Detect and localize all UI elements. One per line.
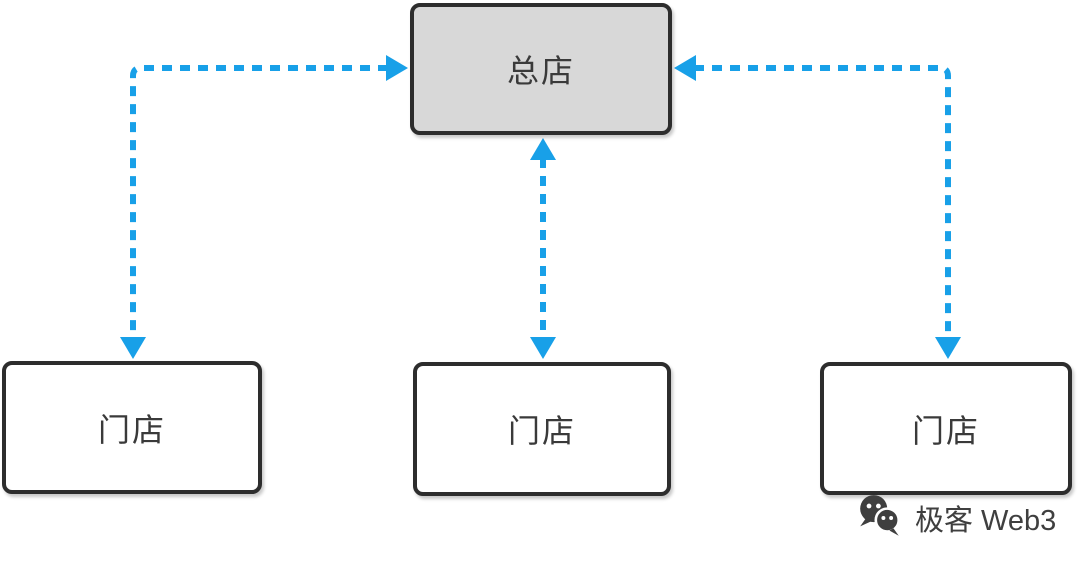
arrowhead-into-hq-right <box>674 55 696 81</box>
node-store-right-label: 门店 <box>911 412 980 449</box>
node-store-middle: 门店 <box>413 362 671 496</box>
wechat-icon <box>860 495 901 536</box>
arrowhead-into-store-right <box>935 337 961 359</box>
node-store-middle-label: 门店 <box>507 413 576 449</box>
arrowhead-into-store-middle <box>530 337 556 359</box>
edge-store-left-hq <box>120 55 408 359</box>
node-store-right: 门店 <box>820 362 1072 495</box>
node-store-left: 门店 <box>2 361 262 494</box>
edge-store-right-hq-line <box>694 65 951 338</box>
node-store-left-label: 门店 <box>97 411 166 448</box>
watermark: 极客 Web3 <box>856 490 1056 546</box>
edge-store-right-hq <box>674 55 961 359</box>
watermark-text: 极客 Web3 <box>915 505 1057 537</box>
arrowhead-into-store-left <box>120 337 146 359</box>
arrowhead-into-hq-left <box>386 55 408 81</box>
edge-store-left-hq-line <box>130 65 388 338</box>
node-hq-label: 总店 <box>506 53 575 89</box>
node-hq: 总店 <box>410 3 672 135</box>
edge-store-middle-hq <box>530 138 556 359</box>
arrowhead-into-hq-bottom <box>530 138 556 160</box>
